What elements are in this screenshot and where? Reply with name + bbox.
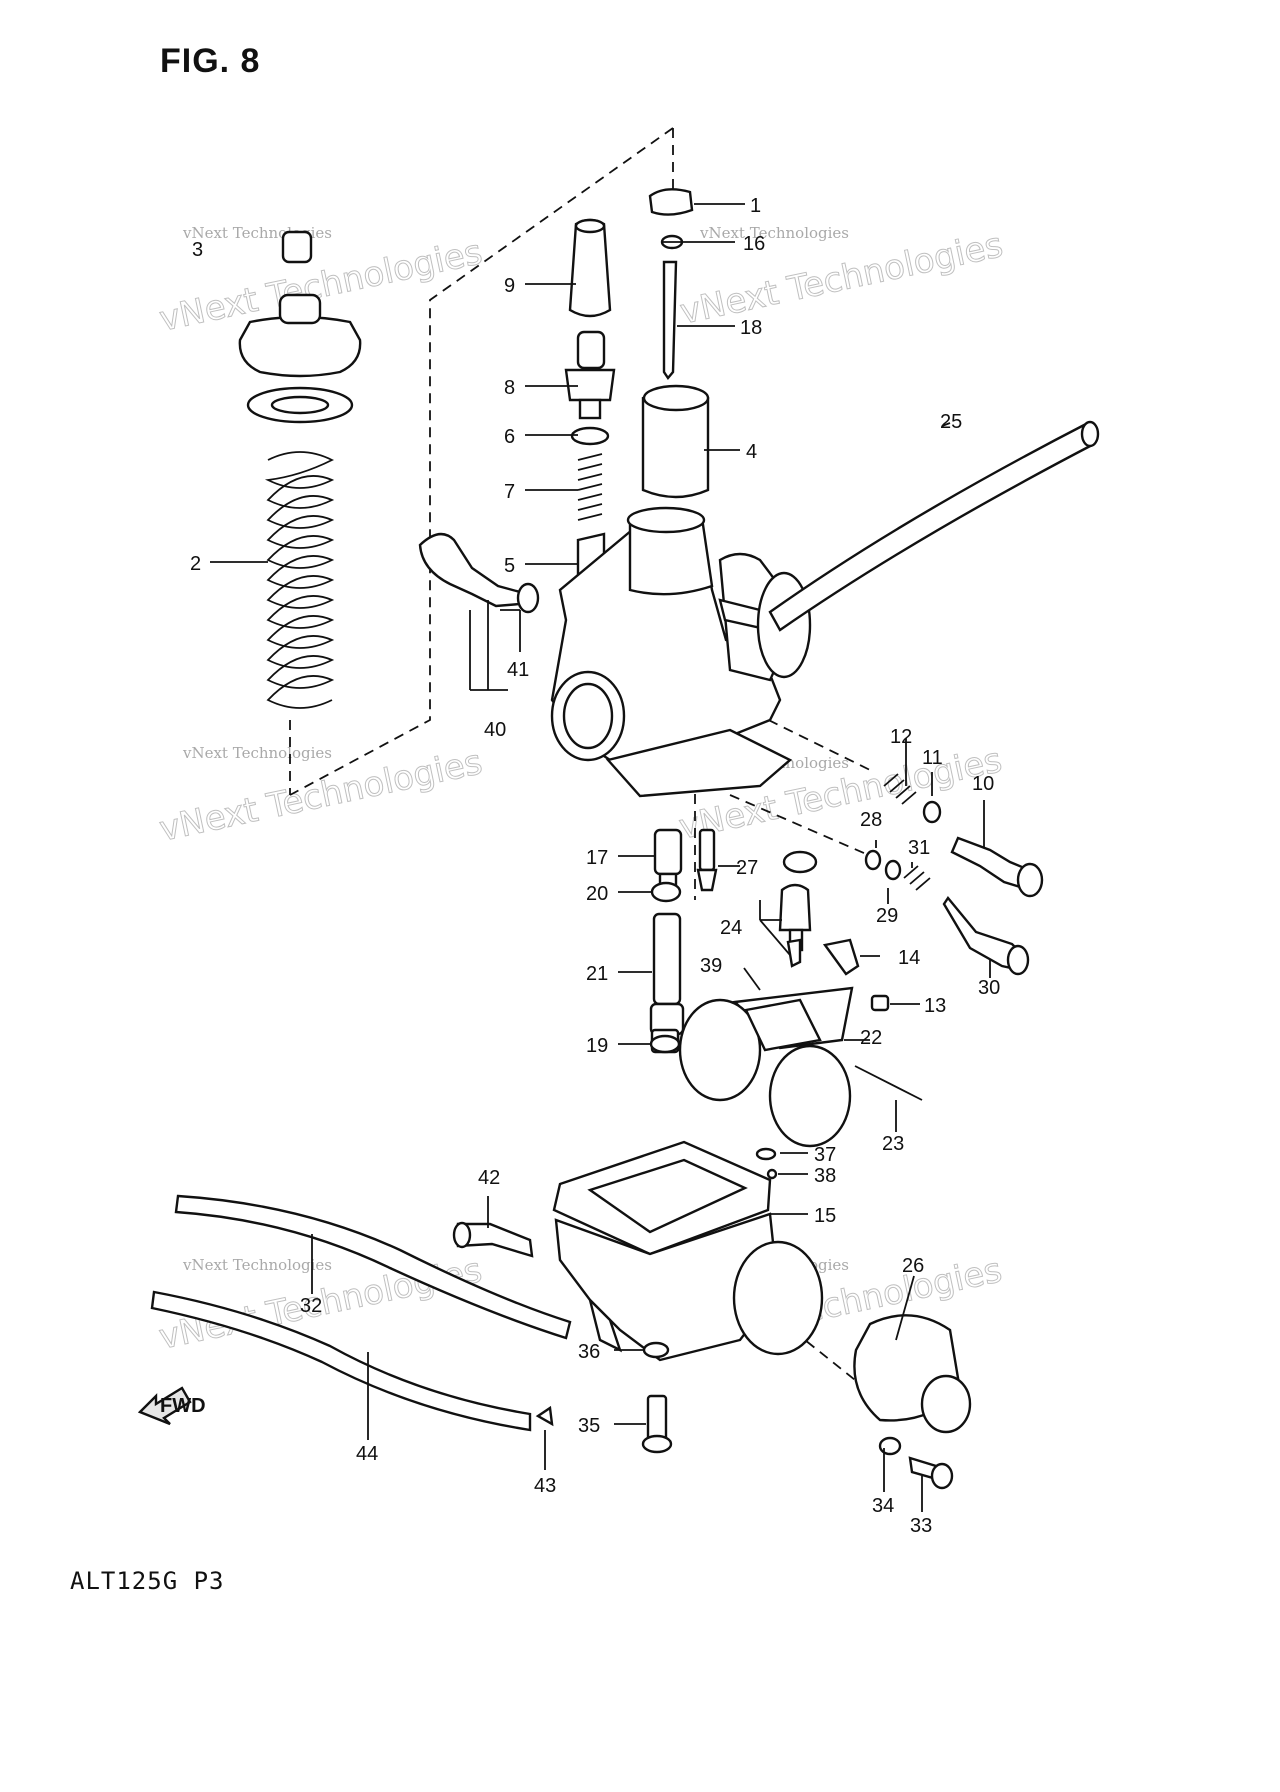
cover-screw <box>908 1456 954 1490</box>
callout-20: 20 <box>586 883 608 905</box>
tube-clip <box>535 1405 554 1427</box>
callout-14: 14 <box>898 947 920 969</box>
callout-6: 6 <box>504 426 515 448</box>
callout-33: 33 <box>910 1515 932 1537</box>
callout-43: 43 <box>534 1475 556 1497</box>
choke-plunger <box>418 532 540 614</box>
callout-15: 15 <box>814 1205 836 1227</box>
callout-23: 23 <box>882 1133 904 1155</box>
callout-3: 3 <box>192 239 203 261</box>
watermark-text: vNext Technologies <box>699 224 849 242</box>
callout-27: 27 <box>736 857 758 879</box>
callout-35: 35 <box>578 1415 600 1437</box>
callout-4: 4 <box>746 441 757 463</box>
air-screw <box>452 1221 534 1258</box>
starter-jet <box>696 828 718 892</box>
carburetor-body <box>550 506 812 798</box>
callout-44: 44 <box>356 1443 378 1465</box>
jet-needle <box>662 260 678 381</box>
float-chamber <box>554 1212 824 1362</box>
model-code: ALT125G P3 <box>70 1567 225 1595</box>
leader-lines <box>210 203 991 1512</box>
callout-22: 22 <box>860 1027 882 1049</box>
o-ring <box>755 1147 777 1161</box>
callout-26: 26 <box>902 1255 924 1277</box>
callout-32: 32 <box>300 1295 322 1317</box>
small-spring <box>577 453 603 521</box>
throttle-spring <box>264 451 335 709</box>
callout-34: 34 <box>872 1495 894 1517</box>
washer <box>884 859 902 881</box>
callout-42: 42 <box>478 1167 500 1189</box>
callout-13: 13 <box>924 995 946 1017</box>
callout-7: 7 <box>504 481 515 503</box>
callout-18: 18 <box>740 317 762 339</box>
callout-31: 31 <box>908 837 930 859</box>
figure-title: FIG. 8 <box>160 42 261 80</box>
callout-25: 25 <box>940 411 962 433</box>
float-pin <box>854 1065 923 1101</box>
cable-adjuster-cap <box>568 218 612 318</box>
pilot-air-screw <box>942 895 1030 976</box>
pilot-jet <box>653 828 683 890</box>
callout-12: 12 <box>890 726 912 748</box>
o-ring <box>922 800 942 824</box>
diaphragm-cover <box>853 1314 972 1434</box>
overflow-tube <box>174 1194 572 1340</box>
throttle-valve <box>641 384 710 499</box>
float-assembly <box>678 986 854 1148</box>
washer <box>864 849 882 871</box>
pilot-spring <box>903 865 931 891</box>
watermark-text: vNext Technologies <box>182 744 332 762</box>
callout-19: 19 <box>586 1035 608 1057</box>
needle-valve-gasket <box>782 850 818 874</box>
callout-17: 17 <box>586 847 608 869</box>
callout-5: 5 <box>504 555 515 577</box>
callout-16: 16 <box>743 233 765 255</box>
drain-washer <box>642 1341 670 1359</box>
callout-11: 11 <box>922 747 943 769</box>
callout-39: 39 <box>700 955 722 977</box>
needle-clip <box>648 188 694 250</box>
throttle-stop-screw <box>950 836 1044 898</box>
cable-adjuster <box>564 330 616 446</box>
callout-2: 2 <box>190 553 201 575</box>
o-ring <box>766 1168 778 1180</box>
callout-40: 40 <box>484 719 506 741</box>
callout-10: 10 <box>972 773 994 795</box>
callout-1: 1 <box>750 195 761 217</box>
plate-screw <box>870 994 890 1012</box>
o-ring <box>650 881 682 903</box>
callout-28: 28 <box>860 809 882 831</box>
watermark-text: vNext Technologies <box>182 1256 332 1274</box>
callout-38: 38 <box>814 1165 836 1187</box>
callout-30: 30 <box>978 977 1000 999</box>
fwd-label: FWD <box>160 1395 206 1417</box>
fwd-arrow: FWD <box>137 1386 206 1426</box>
callout-41: 41 <box>507 659 529 681</box>
float-chamber-gasket <box>552 1140 772 1256</box>
cap-assembly <box>238 230 362 424</box>
main-jet <box>649 1028 681 1054</box>
callout-29: 29 <box>876 905 898 927</box>
vent-tube <box>150 1290 532 1432</box>
callout-24: 24 <box>720 917 742 939</box>
callout-8: 8 <box>504 377 515 399</box>
callout-21: 21 <box>586 963 608 985</box>
callout-36: 36 <box>578 1341 600 1363</box>
cover-washer <box>878 1436 902 1456</box>
callout-37: 37 <box>814 1144 836 1166</box>
idle-spring <box>883 773 917 805</box>
callout-labels: 1 2 3 4 5 6 7 8 9 10 11 12 13 14 15 16 1… <box>190 195 1000 1537</box>
float-pin-plate <box>822 938 860 976</box>
drain-screw <box>641 1394 673 1454</box>
fuel-hose <box>768 420 1100 632</box>
needle-valve-set <box>778 883 812 968</box>
callout-9: 9 <box>504 275 515 297</box>
